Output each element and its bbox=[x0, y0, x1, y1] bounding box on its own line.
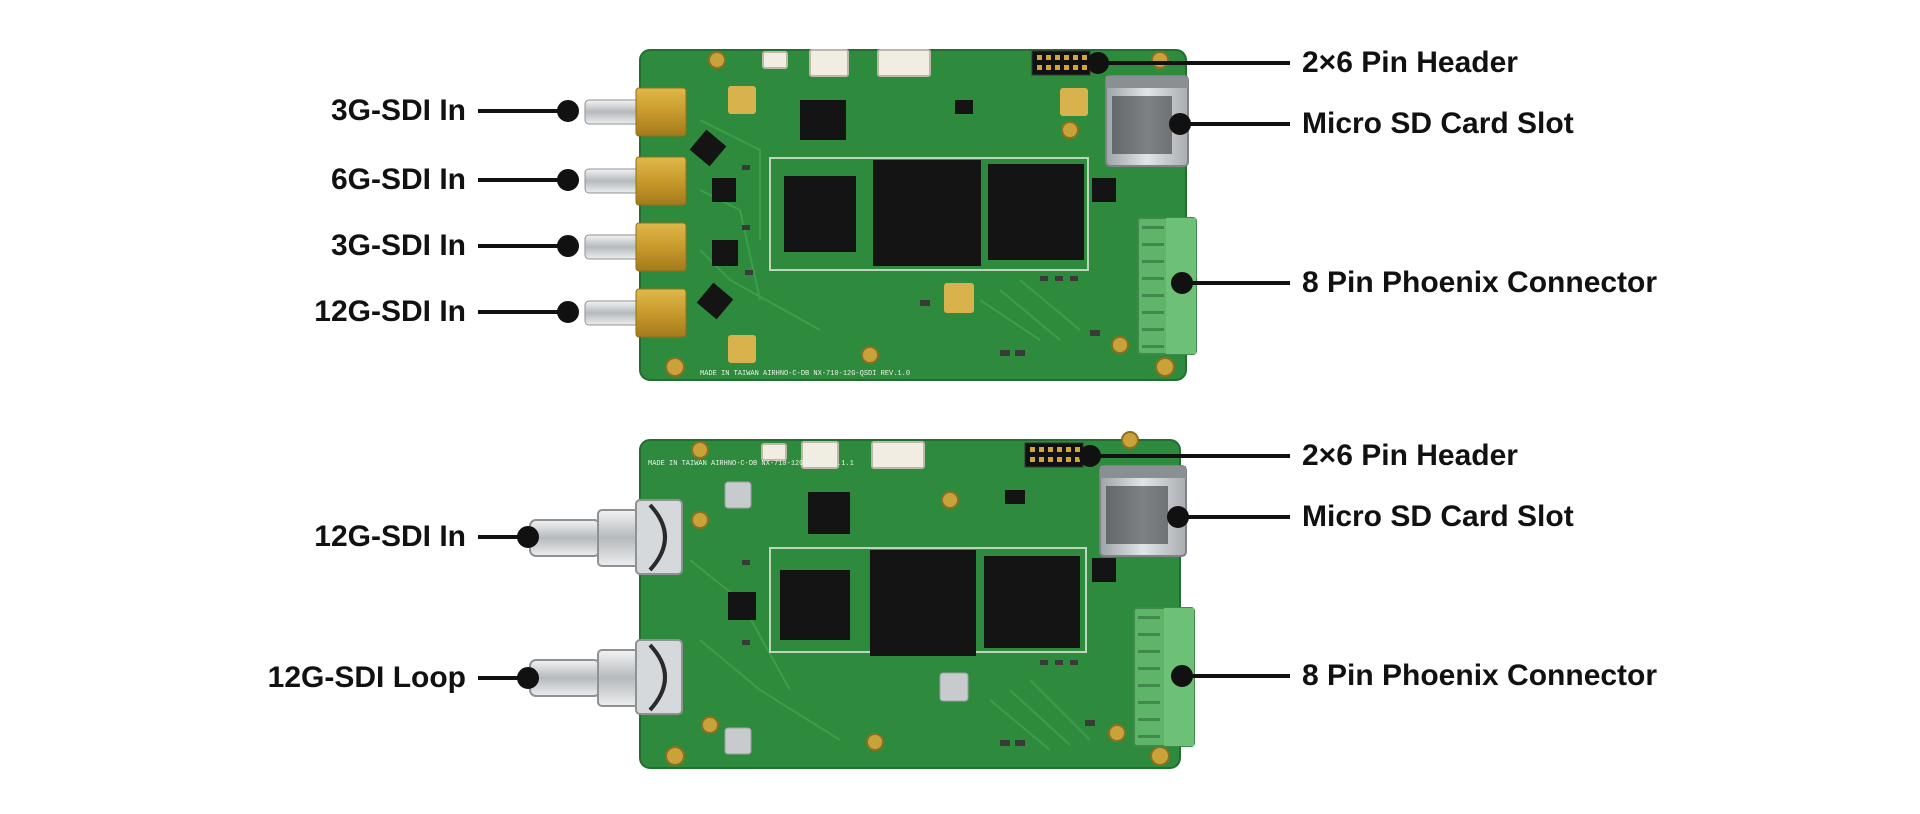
label-top-3g-sdi-in-1: 3G-SDI In bbox=[330, 94, 466, 127]
sma-connector-3 bbox=[584, 222, 687, 272]
bnc-connector-loop bbox=[529, 639, 683, 715]
sma-connector-4 bbox=[584, 288, 687, 338]
sma-connector-2 bbox=[584, 156, 687, 206]
bottom-jst-connectors bbox=[761, 441, 925, 469]
top-sma-connectors bbox=[584, 87, 687, 338]
bottom-micro-sd-slot bbox=[1099, 465, 1187, 557]
top-board-silkscreen: MADE IN TAIWAN AIRHNO-C-DB NX-710-12G-QS… bbox=[700, 370, 910, 378]
top-mounting-holes bbox=[665, 51, 1175, 377]
label-bottom-12g-sdi-in: 12G-SDI In bbox=[314, 520, 466, 553]
top-ic-chips bbox=[689, 100, 1116, 320]
bnc-connector-in bbox=[529, 499, 683, 575]
label-bottom-micro-sd: Micro SD Card Slot bbox=[1302, 500, 1574, 533]
leader-lines bbox=[478, 52, 1290, 689]
top-micro-sd-slot bbox=[1105, 75, 1189, 167]
label-bottom-12g-sdi-loop: 12G-SDI Loop bbox=[267, 661, 466, 694]
bottom-bnc-connectors bbox=[529, 499, 683, 715]
label-top-micro-sd: Micro SD Card Slot bbox=[1302, 107, 1574, 140]
top-board: MADE IN TAIWAN AIRHNO-C-DB NX-710-12G-QS… bbox=[584, 49, 1197, 381]
bottom-mounting-holes bbox=[665, 431, 1170, 766]
bottom-pin-header bbox=[1024, 442, 1084, 468]
bottom-board: MADE IN TAIWAN AIRHNO-C-DB NX-710-12G-SD… bbox=[529, 431, 1195, 769]
sma-connector-1 bbox=[584, 87, 687, 137]
label-bottom-phoenix: 8 Pin Phoenix Connector bbox=[1302, 659, 1658, 692]
label-top-6g-sdi-in: 6G-SDI In bbox=[330, 163, 466, 196]
label-top-12g-sdi-in: 12G-SDI In bbox=[314, 295, 466, 328]
bottom-board-silkscreen: MADE IN TAIWAN AIRHNO-C-DB NX-710-12G-SD… bbox=[648, 460, 854, 468]
top-pin-header bbox=[1031, 50, 1091, 76]
label-bottom-pin-header: 2×6 Pin Header bbox=[1302, 439, 1518, 472]
label-top-pin-header: 2×6 Pin Header bbox=[1302, 46, 1518, 79]
bottom-ic-chips bbox=[728, 490, 1116, 656]
top-jst-connectors bbox=[762, 49, 931, 77]
label-top-phoenix: 8 Pin Phoenix Connector bbox=[1302, 266, 1658, 299]
label-top-3g-sdi-in-2: 3G-SDI In bbox=[330, 229, 466, 262]
